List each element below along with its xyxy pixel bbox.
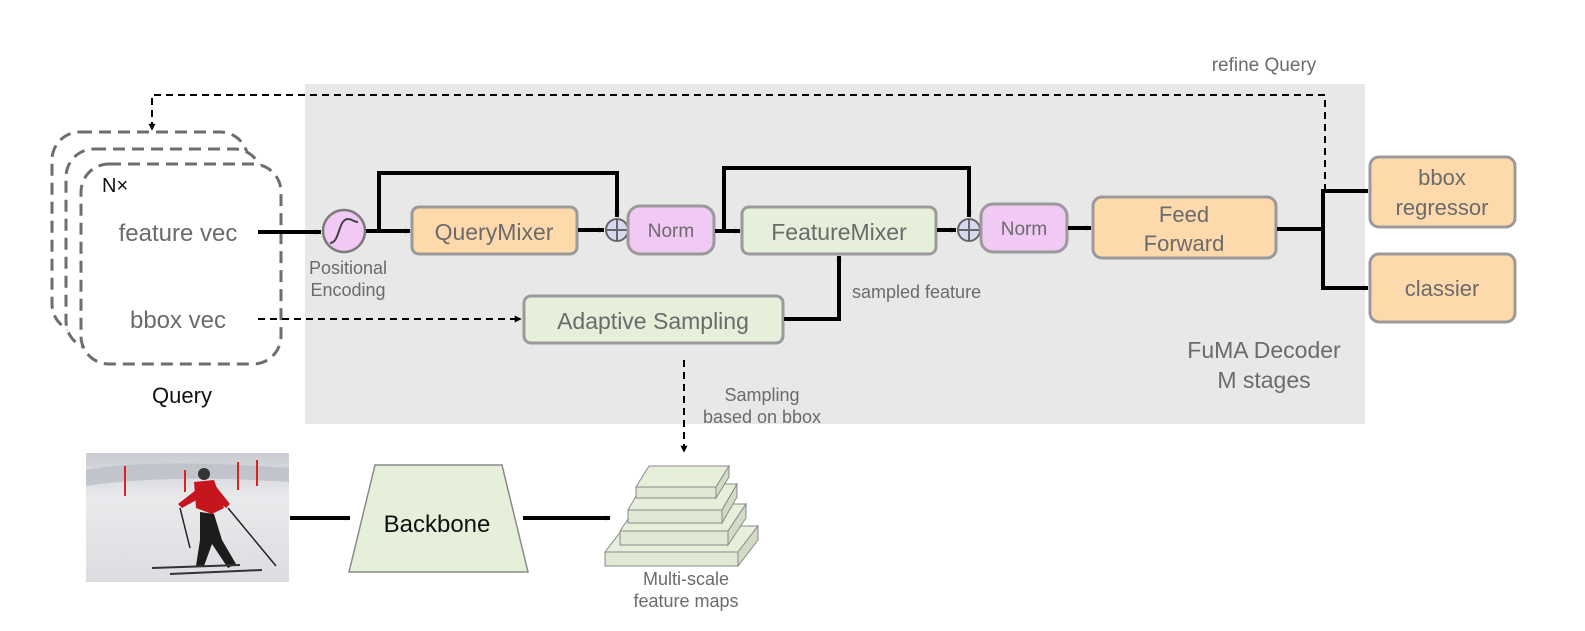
feature-vec-label: feature vec [119, 220, 238, 247]
sampled-feature-label: sampled feature [852, 282, 981, 302]
feed-forward-box [1091, 195, 1278, 260]
norm-box-1 [626, 204, 716, 256]
query-mixer-label: QueryMixer [435, 219, 554, 245]
positional-encoding-label-1: Positional [309, 258, 387, 278]
classifier-box [1368, 252, 1517, 324]
query-mixer-box [410, 205, 579, 256]
arrow-to-bbox-head [1321, 188, 1369, 229]
multiscale-label-2: feature maps [633, 591, 738, 611]
feature-mixer-box [740, 205, 938, 256]
backbone-box [348, 464, 529, 573]
sampling-bbox-label-1: Sampling [724, 385, 799, 405]
decoder-title-2: M stages [1217, 367, 1310, 393]
backbone-label: Backbone [384, 511, 491, 538]
positional-encoding-label-2: Encoding [310, 280, 385, 300]
adaptive-sampling-box [522, 294, 785, 345]
input-image-skier [86, 453, 289, 582]
norm-label-1: Norm [648, 221, 694, 242]
bbox-regressor-label-1: bbox [1418, 165, 1466, 190]
arrow-skip-2 [722, 166, 972, 231]
arrow-to-cls-head [1321, 229, 1369, 291]
bbox-vec-label: bbox vec [130, 307, 226, 334]
norm-label-2: Norm [1001, 219, 1047, 240]
decoder-title-1: FuMA Decoder [1187, 337, 1341, 363]
bbox-regressor-label-2: regressor [1396, 195, 1489, 220]
add-node-2 [957, 218, 981, 242]
norm-box-2 [979, 202, 1069, 254]
multiscale-label-1: Multi-scale [643, 569, 729, 589]
query-title: Query [152, 383, 212, 408]
bbox-regressor-box [1368, 155, 1517, 229]
flow-arrows [258, 166, 1369, 521]
dashed-arrows [148, 94, 1326, 453]
add-node-1 [605, 218, 629, 242]
sampling-bbox-label-2: based on bbox [703, 407, 821, 427]
query-repeat-label: N× [102, 175, 128, 197]
classifier-label: classier [1405, 276, 1480, 301]
positional-encoding-node [321, 208, 367, 254]
refine-query-label: refine Query [1212, 55, 1317, 76]
arrow-refine-query [148, 94, 1326, 191]
query-stack [50, 130, 283, 366]
feed-forward-label-2: Forward [1144, 231, 1225, 256]
feed-forward-label-1: Feed [1159, 202, 1209, 227]
arrow-skip-1 [377, 171, 620, 231]
multiscale-feature-maps [603, 464, 760, 568]
feature-mixer-label: FeatureMixer [771, 219, 907, 245]
arrow-sampling-to-featuremixer [784, 255, 842, 321]
adaptive-sampling-label: Adaptive Sampling [557, 308, 749, 334]
